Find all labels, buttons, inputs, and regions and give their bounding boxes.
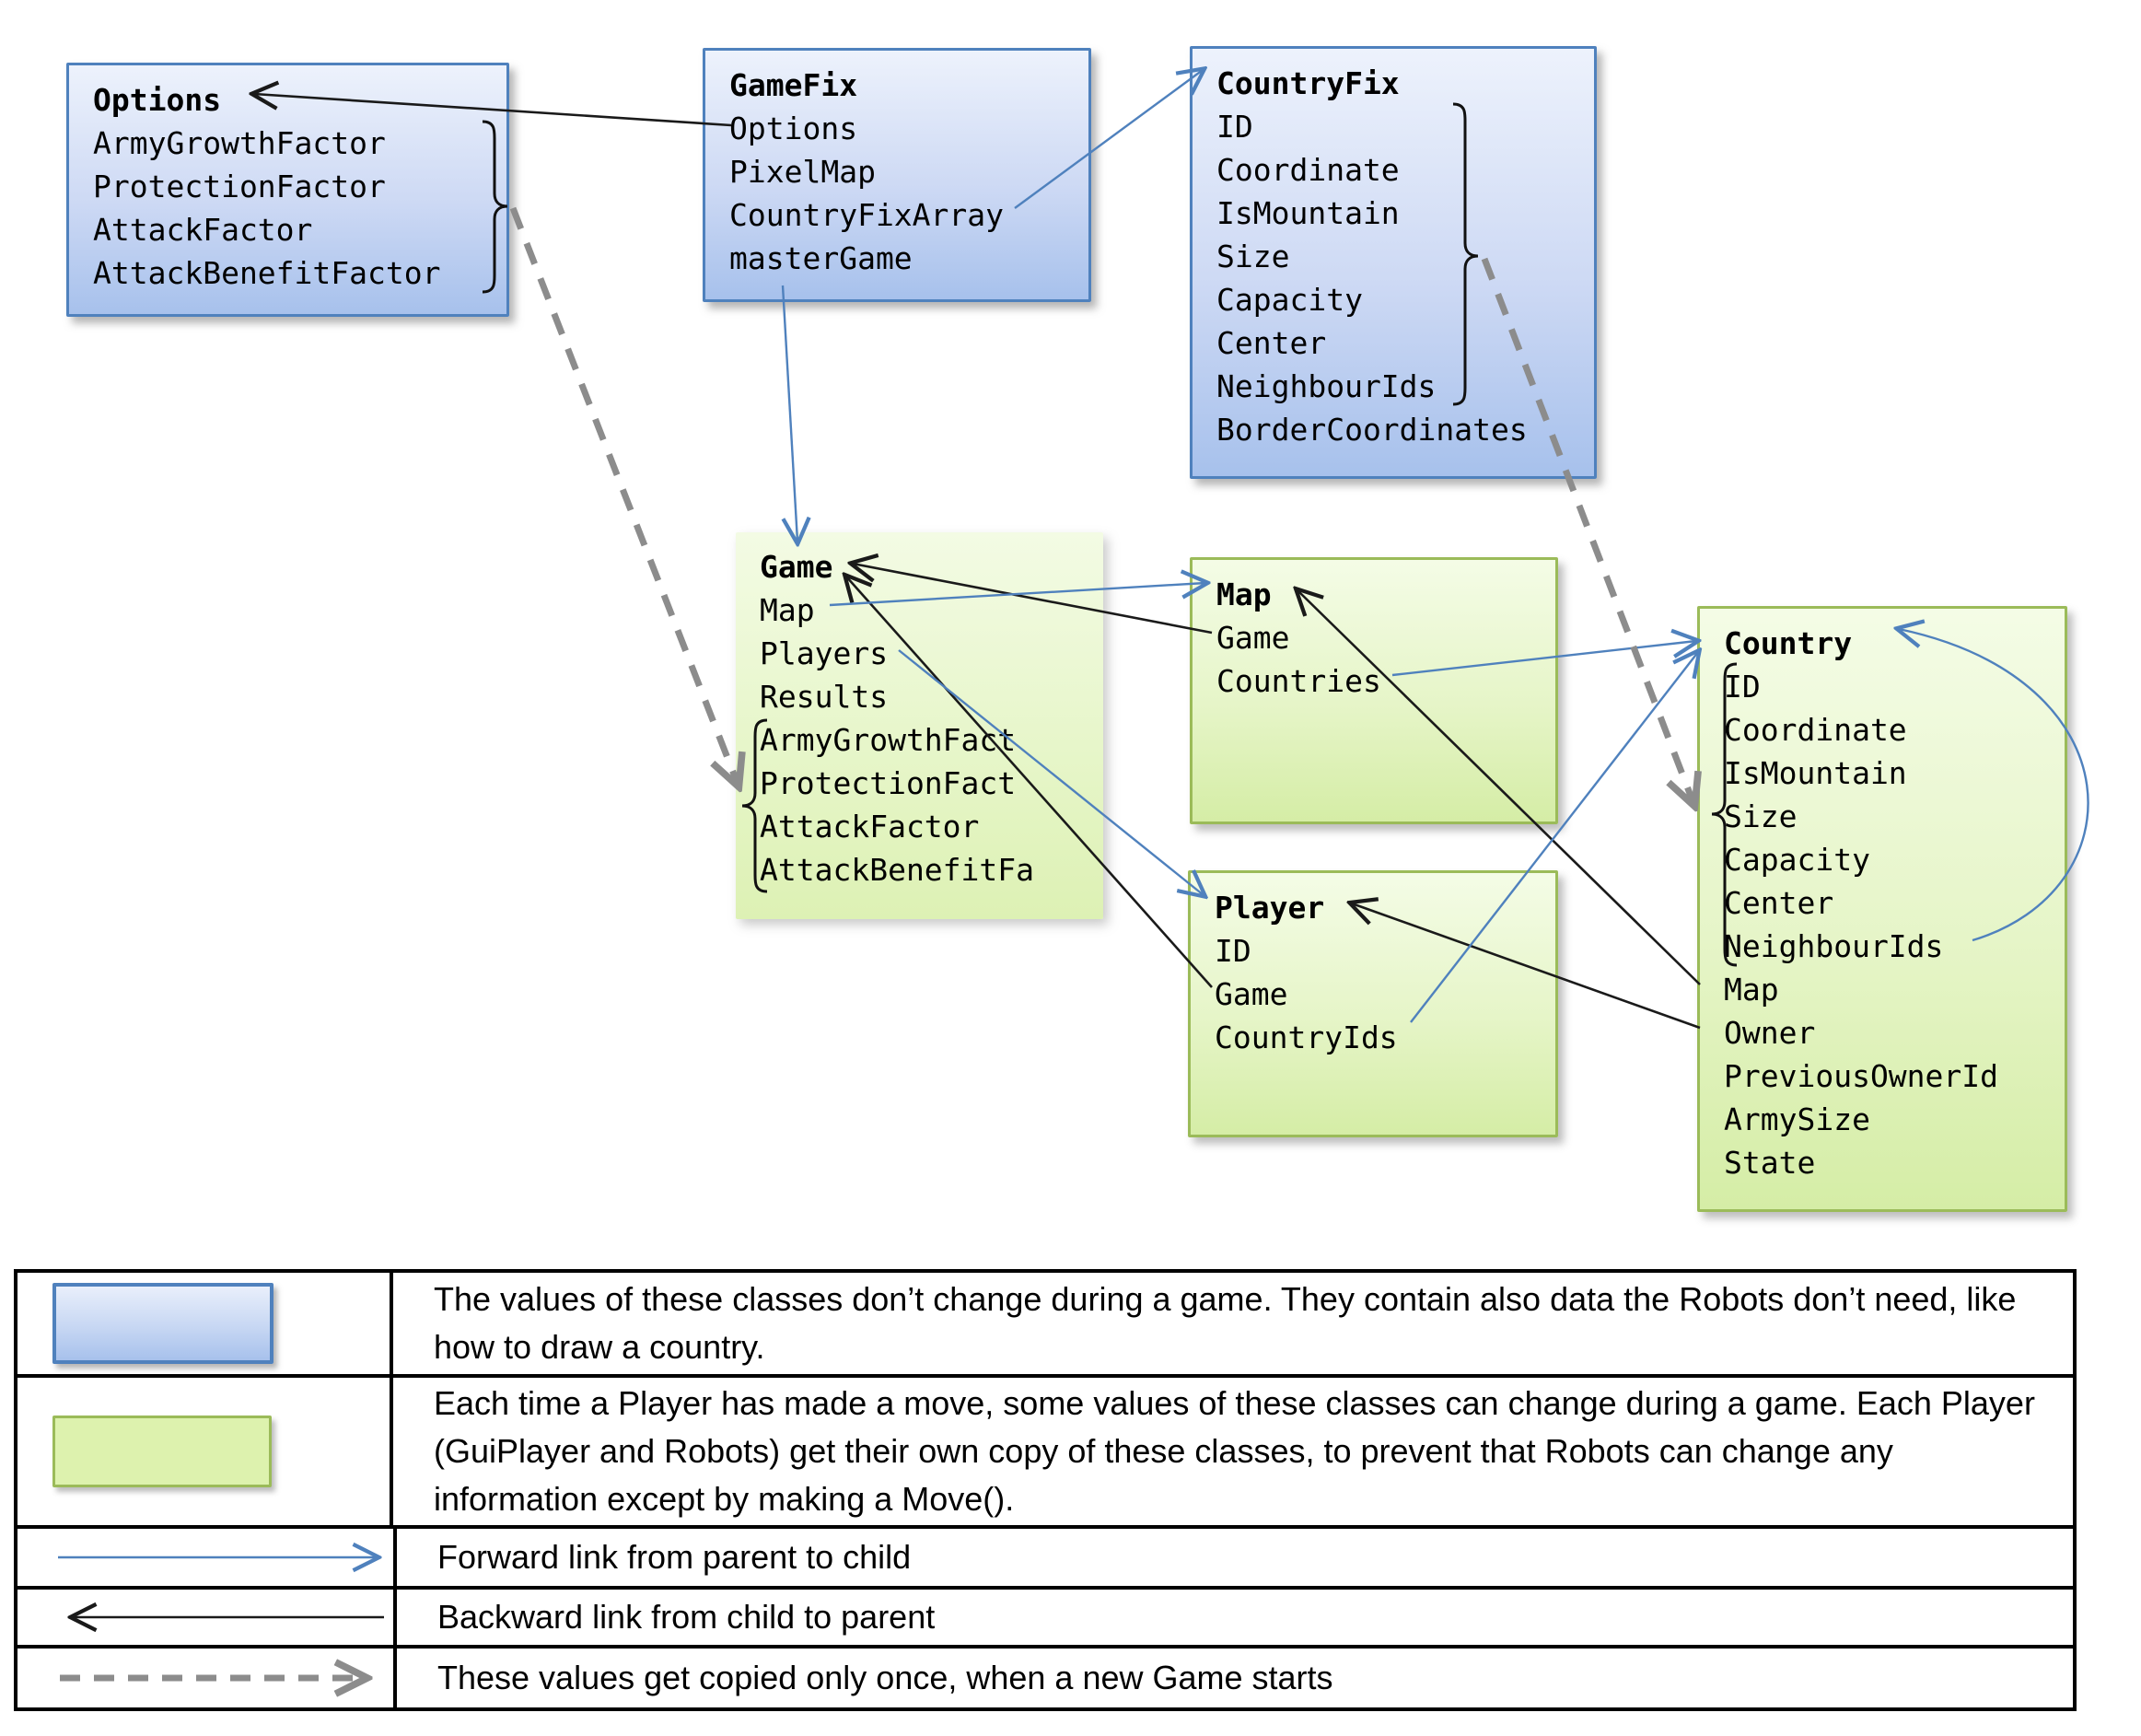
class-member: AttackFactor <box>760 809 980 845</box>
class-member: Options <box>729 111 858 146</box>
class-member: Capacity <box>1216 282 1363 318</box>
class-member: ProtectionFactor <box>93 169 386 204</box>
class-box-countryfix-title: CountryFix <box>1216 65 1400 101</box>
legend-symbol-cell <box>17 1590 397 1645</box>
class-member: Capacity <box>1724 842 1870 878</box>
class-member: ArmyGrowthFactor <box>93 125 386 161</box>
class-member: Size <box>1724 798 1798 834</box>
class-member: IsMountain <box>1216 195 1400 231</box>
legend-row-fixed-classes: The values of these classes don’t change… <box>17 1273 2073 1374</box>
class-member: masterGame <box>729 240 913 276</box>
class-box-gamefix-title: GameFix <box>729 67 858 103</box>
forward-link-gamefix-mastergame-to-game <box>783 285 797 542</box>
legend-row-copy-once: These values get copied only once, when … <box>17 1645 2073 1707</box>
class-member: AttackBenefitFa <box>760 852 1035 888</box>
class-member: Map <box>1724 972 1779 1008</box>
class-member: Map <box>760 592 815 628</box>
class-box-options-title: Options <box>93 82 222 118</box>
backward-link-arrow-icon <box>52 1597 384 1637</box>
class-member: ID <box>1724 669 1761 705</box>
class-member: State <box>1724 1145 1816 1181</box>
class-member: Countries <box>1216 663 1381 699</box>
class-member: Game <box>1216 620 1290 656</box>
legend-text: The values of these classes don’t change… <box>434 1280 2017 1366</box>
legend-text: These values get copied only once, when … <box>437 1659 1333 1696</box>
legend-text: Backward link from child to parent <box>437 1598 936 1636</box>
class-member: AttackBenefitFactor <box>93 255 441 291</box>
legend-row-mutable-classes: Each time a Player has made a move, some… <box>17 1374 2073 1525</box>
legend-text: Each time a Player has made a move, some… <box>434 1384 2035 1518</box>
legend-symbol-cell <box>17 1649 397 1707</box>
class-member: Players <box>760 635 889 671</box>
class-member: PixelMap <box>729 154 876 190</box>
class-box-map-title: Map <box>1216 577 1272 612</box>
legend-symbol-cell <box>17 1273 393 1374</box>
class-member: AttackFactor <box>93 212 313 248</box>
class-member: Owner <box>1724 1015 1816 1051</box>
class-member: Center <box>1216 325 1327 361</box>
legend-table: The values of these classes don’t change… <box>14 1269 2077 1711</box>
class-member: Coordinate <box>1216 152 1400 188</box>
class-member: CountryFixArray <box>729 197 1005 233</box>
class-member: NeighbourIds <box>1216 368 1437 404</box>
fixed-class-swatch <box>52 1283 273 1364</box>
legend-symbol-cell <box>17 1529 397 1586</box>
class-member: NeighbourIds <box>1724 928 1944 964</box>
mutable-class-swatch <box>52 1416 272 1487</box>
class-member: ArmyGrowthFact <box>760 722 1017 758</box>
forward-link-arrow-icon <box>58 1537 393 1578</box>
class-member: Center <box>1724 885 1834 921</box>
class-box-country-title: Country <box>1724 625 1853 661</box>
class-member: ID <box>1215 933 1251 969</box>
class-member: PreviousOwnerId <box>1724 1058 1999 1094</box>
class-box-player-title: Player <box>1215 890 1325 926</box>
class-member: BorderCoordinates <box>1216 412 1528 448</box>
copy-once-arrow-icon <box>60 1656 393 1700</box>
class-member: ID <box>1216 109 1253 145</box>
legend-text: Forward link from parent to child <box>437 1538 912 1576</box>
class-member: Coordinate <box>1724 712 1907 748</box>
class-member: CountryIds <box>1215 1019 1398 1055</box>
class-box-game-title: Game <box>760 549 833 585</box>
class-member: Results <box>760 679 889 715</box>
legend-row-forward-link: Forward link from parent to child <box>17 1525 2073 1586</box>
legend-symbol-cell <box>17 1378 393 1525</box>
class-member: Size <box>1216 239 1290 274</box>
legend-row-backward-link: Backward link from child to parent <box>17 1586 2073 1645</box>
class-member: IsMountain <box>1724 755 1907 791</box>
class-member: Game <box>1215 976 1288 1012</box>
class-member: ArmySize <box>1724 1101 1870 1137</box>
class-member: ProtectionFact <box>760 765 1017 801</box>
